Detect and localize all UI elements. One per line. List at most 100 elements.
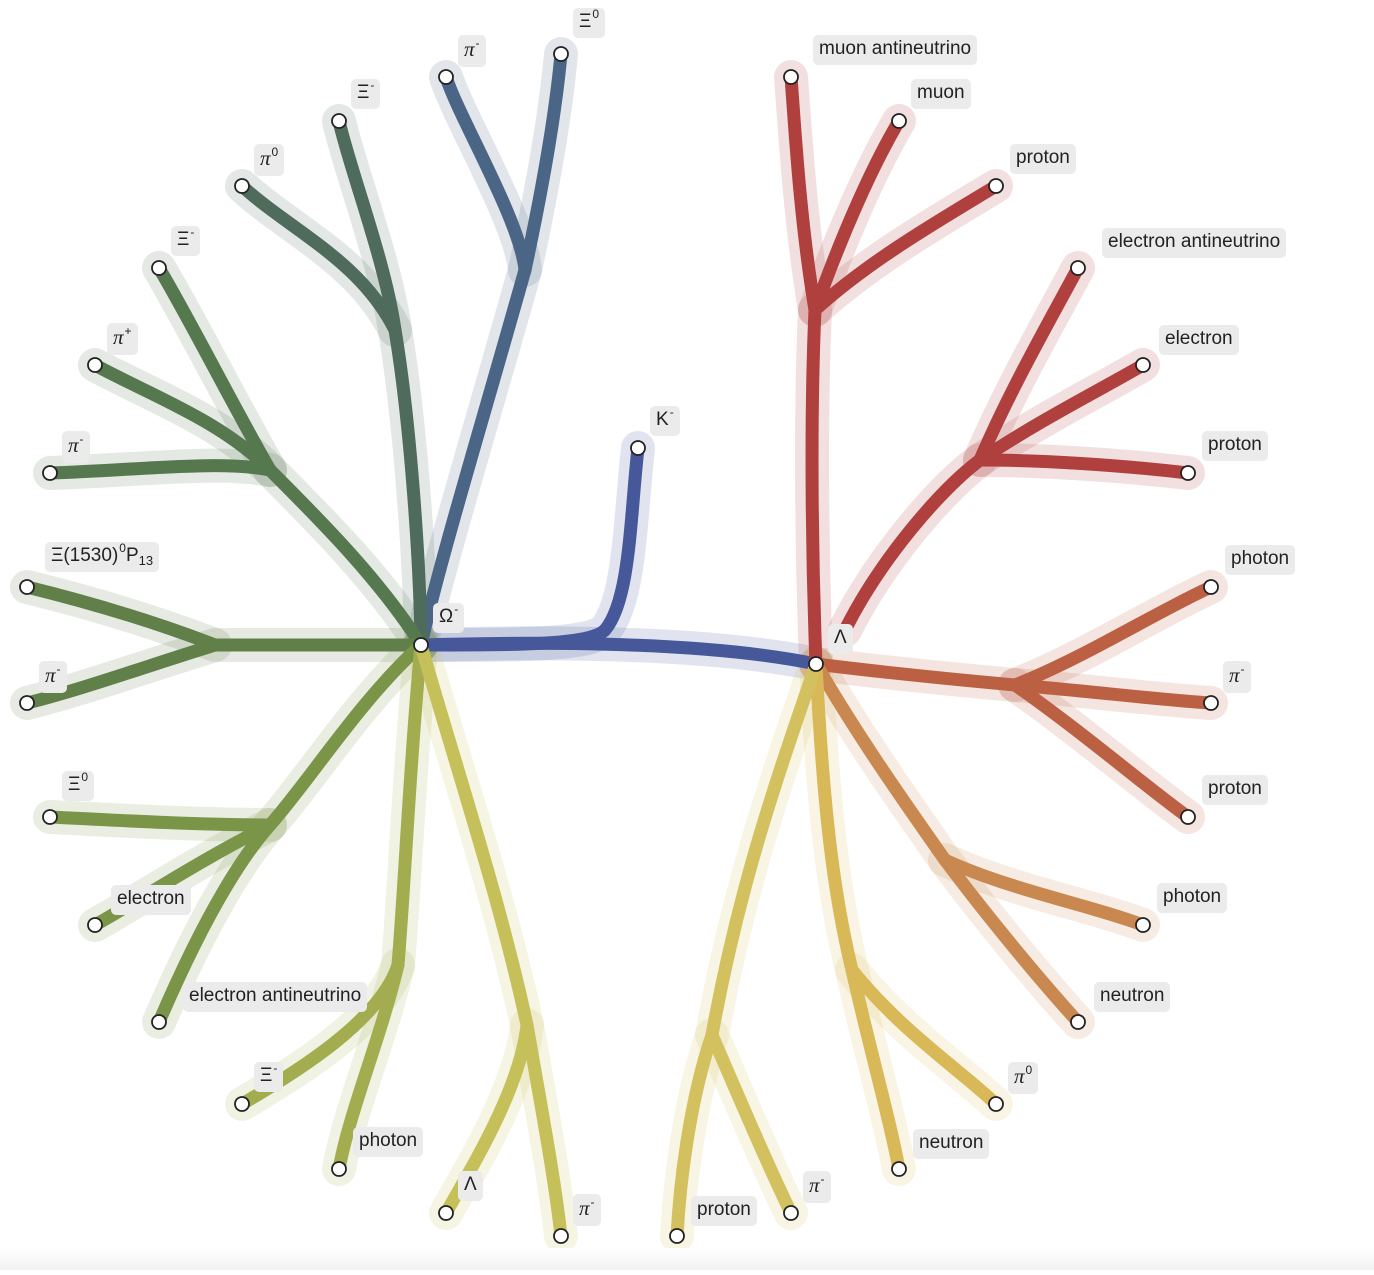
label-text: π [579, 1196, 590, 1220]
node-e-antinu-left[interactable] [151, 1014, 167, 1030]
label-proton-b: proton [691, 1196, 757, 1226]
branch-link [705, 657, 823, 1220]
label-proton-r3: proton [1202, 775, 1268, 805]
label-tail: P [125, 545, 139, 566]
node-omega-minus[interactable] [413, 637, 429, 653]
label-text: π [68, 433, 79, 457]
node-pi-minus-l2[interactable] [19, 695, 35, 711]
label-superscript: - [454, 602, 459, 616]
branch-link [938, 853, 1085, 1029]
label-e-antinu-r: electron antineutrino [1102, 228, 1287, 258]
label-pi-minus-top: π- [458, 35, 486, 67]
label-text: Ξ [579, 11, 592, 32]
label-superscript: - [370, 78, 375, 92]
node-photon-bl[interactable] [331, 1161, 347, 1177]
label-photon-r2: photon [1157, 883, 1228, 913]
node-xi0-left[interactable] [42, 809, 58, 825]
node-muon[interactable] [891, 113, 907, 129]
node-electron-r[interactable] [1135, 357, 1151, 373]
label-text: photon [1231, 548, 1290, 569]
label-xi-minus-3: Ξ- [254, 1062, 284, 1092]
label-superscript: + [124, 324, 132, 338]
node-proton-b[interactable] [669, 1228, 685, 1244]
node-k-minus[interactable] [630, 440, 646, 456]
label-text: π [260, 146, 271, 170]
label-text: Ξ [357, 82, 370, 103]
node-pi0-br[interactable] [988, 1096, 1004, 1112]
node-proton-r1[interactable] [988, 178, 1004, 194]
label-xi-minus-1: Ξ- [351, 78, 381, 109]
node-pi0-1[interactable] [234, 178, 250, 194]
label-lambda-bl: Λ [458, 1171, 483, 1201]
node-pi-minus-b1[interactable] [553, 1228, 569, 1244]
label-pi-minus-l1: π- [62, 431, 90, 463]
label-text: proton [1016, 147, 1070, 168]
node-lambda-bl[interactable] [438, 1205, 454, 1221]
branch-link [43, 810, 277, 832]
node-photon-r1[interactable] [1203, 579, 1219, 595]
branch-link [784, 70, 823, 671]
branch-link [973, 453, 1195, 480]
label-electron-left: electron [111, 885, 191, 915]
label-pi0-1: π0 [254, 144, 285, 176]
label-superscript: 0 [119, 541, 126, 555]
branch-link [88, 818, 277, 932]
node-pi-plus[interactable] [87, 357, 103, 373]
node-proton-r2[interactable] [1180, 465, 1196, 481]
label-pi-minus-l2: π- [39, 661, 67, 693]
label-text: Ξ [260, 1065, 273, 1086]
node-pi-minus-b2[interactable] [783, 1205, 799, 1221]
label-text: Ξ [68, 774, 81, 795]
node-neutron-b[interactable] [891, 1161, 907, 1177]
node-electron-left[interactable] [87, 917, 103, 933]
label-text: π [45, 663, 56, 687]
label-text: electron [117, 888, 185, 909]
node-muon-antinu[interactable] [783, 69, 799, 85]
node-e-antinu-r[interactable] [1070, 260, 1086, 276]
label-text: Ω [439, 606, 454, 627]
node-xi-minus-2[interactable] [151, 260, 167, 276]
label-superscript: - [590, 1195, 595, 1209]
branch-link [439, 70, 532, 277]
branch-link [20, 638, 222, 710]
label-text: photon [359, 1130, 418, 1151]
label-proton-r2: proton [1202, 431, 1268, 461]
label-text: K [656, 409, 669, 430]
branch-link [88, 358, 277, 477]
label-superscript: 0 [1025, 1063, 1033, 1077]
node-proton-r3[interactable] [1180, 809, 1196, 825]
label-superscript: - [669, 405, 674, 419]
branch-link [235, 179, 402, 337]
label-superscript: 0 [81, 770, 89, 784]
label-omega-minus: Ω- [433, 602, 465, 633]
label-superscript: - [820, 1172, 825, 1186]
node-pi-minus-top[interactable] [438, 69, 454, 85]
label-superscript: - [79, 432, 84, 446]
branch-link [332, 958, 405, 1176]
node-lambda-main[interactable] [808, 656, 824, 672]
node-xi-minus-3[interactable] [234, 1096, 250, 1112]
node-photon-r2[interactable] [1135, 917, 1151, 933]
node-xi0-top[interactable] [553, 46, 569, 62]
label-pi-minus-b2: π- [803, 1171, 831, 1203]
label-k-minus: K- [650, 406, 680, 436]
label-pi0-br: π0 [1008, 1062, 1039, 1094]
label-pi-plus: π+ [107, 323, 138, 355]
node-pi-minus-r[interactable] [1203, 695, 1219, 711]
node-xi-minus-1[interactable] [331, 113, 347, 129]
node-pi-minus-l1[interactable] [42, 465, 58, 481]
label-superscript: - [190, 225, 195, 239]
label-muon-antinu: muon antineutrino [813, 35, 978, 65]
branch-links [20, 47, 1218, 1243]
node-neutron-r[interactable] [1070, 1014, 1086, 1030]
label-text: Ξ [177, 229, 190, 250]
node-xi1530[interactable] [19, 579, 35, 595]
label-text: electron antineutrino [1108, 231, 1281, 252]
label-photon-bl: photon [353, 1127, 424, 1157]
label-text: photon [1163, 886, 1222, 907]
node-markers [19, 46, 1219, 1244]
label-superscript: - [475, 36, 480, 50]
branch-link [439, 1018, 534, 1220]
label-electron-r: electron [1159, 325, 1239, 355]
branch-link [845, 963, 906, 1176]
